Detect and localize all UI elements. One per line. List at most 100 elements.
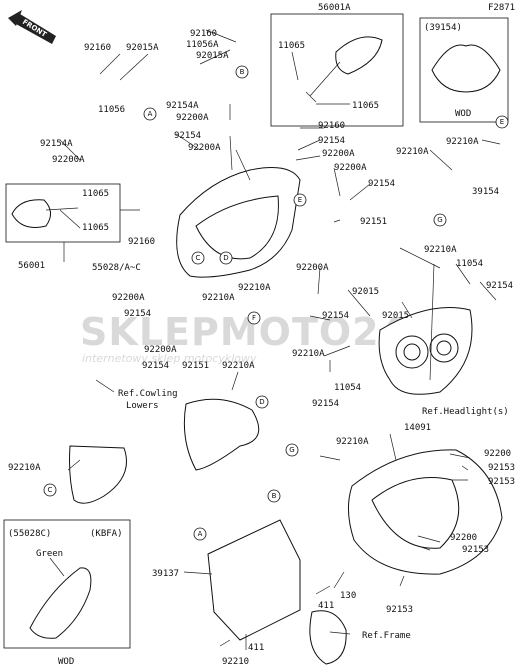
label-92160-mid: 92160 <box>128 237 155 247</box>
label-11056a: 11056A <box>186 40 219 50</box>
label-92153-d: 92153 <box>386 605 413 615</box>
callout-a-lower: A <box>193 527 207 541</box>
label-92015-h2: 92015 <box>382 311 409 321</box>
label-11056: 11056 <box>98 105 125 115</box>
callout-g-lower: G <box>285 443 299 457</box>
label-92153-c: 92153 <box>462 545 489 555</box>
mirror-left-box: 11065 11065 56001 <box>5 183 140 271</box>
cowling-stay <box>207 519 347 665</box>
label-92210a-ws-2: 92210A <box>446 137 479 147</box>
kbfa-note: WOD <box>58 657 74 667</box>
svg-text:G: G <box>437 216 442 224</box>
upper-cowling <box>176 167 301 278</box>
svg-text:C: C <box>196 254 201 262</box>
label-92210a-h: 92210A <box>292 349 325 359</box>
label-92200: 92200 <box>484 449 511 459</box>
label-ref-cowling-1: Ref.Cowling <box>118 389 178 399</box>
windshield-shape <box>431 44 501 93</box>
callout-e-mid: E <box>293 193 307 207</box>
kbfa-panel <box>29 567 92 639</box>
callout-b-lower: B <box>267 489 281 503</box>
label-92154-h3: 92154 <box>486 281 513 291</box>
label-11054-h2: 11054 <box>456 259 483 269</box>
label-14091: 14091 <box>404 423 431 433</box>
label-92210a-lower-2: 92210A <box>222 361 255 371</box>
label-92154a-top: 92154A <box>166 101 199 111</box>
front-arrow-icon: FRONT <box>8 10 56 44</box>
svg-text:D: D <box>223 254 228 262</box>
svg-text:D: D <box>259 398 264 406</box>
inner-cowling <box>348 449 503 575</box>
label-92154a-left: 92154A <box>40 139 73 149</box>
label-92210a-mid: 92210A <box>238 283 271 293</box>
label-55028: 55028/A~C <box>92 263 141 273</box>
label-ref-cowling-2: Lowers <box>126 401 159 411</box>
label-92200a-right-2: 92200A <box>334 163 367 173</box>
mirror-right-label-1: 11065 <box>278 41 305 51</box>
callout-d-mid: D <box>219 251 233 265</box>
diagram-code: F2871 <box>488 3 515 13</box>
label-92015-h: 92015 <box>352 287 379 297</box>
svg-text:E: E <box>298 196 302 204</box>
callout-g-right: G <box>433 213 447 227</box>
label-92210a-c: 92210A <box>8 463 41 473</box>
callout-a-top: A <box>143 107 157 121</box>
leader-lines <box>59 29 501 650</box>
mirror-right-label-2: 11065 <box>352 101 379 111</box>
callout-d-lower: D <box>255 395 269 409</box>
svg-text:B: B <box>240 68 245 76</box>
svg-text:F: F <box>252 314 256 322</box>
kbfa-color: Green <box>36 549 63 559</box>
label-ref-frame: Ref.Frame <box>362 631 411 641</box>
svg-text:E: E <box>500 118 504 126</box>
cowling-lower-part <box>69 398 260 504</box>
svg-text:C: C <box>48 486 53 494</box>
label-92160-right: 92160 <box>318 121 345 131</box>
kbfa-part: (55028C) <box>8 529 51 539</box>
watermark-sub: internetowy sklep motocyklowy <box>82 352 257 365</box>
mirror-right-part: 56001A <box>318 3 351 13</box>
kbfa-tag: (KBFA) <box>90 529 123 539</box>
svg-text:A: A <box>148 110 153 118</box>
callout-b-top: B <box>235 65 249 79</box>
label-92154-lower-2: 92154 <box>142 361 169 371</box>
svg-text:A: A <box>198 530 203 538</box>
label-92153-a: 92153 <box>488 463 515 473</box>
label-92154-right-2: 92154 <box>368 179 395 189</box>
callout-e-right: E <box>495 115 509 129</box>
label-92153-b: 92153 <box>488 477 515 487</box>
label-39137: 39137 <box>152 569 179 579</box>
label-11054-h: 11054 <box>334 383 361 393</box>
kbfa-box: (55028C) (KBFA) Green WOD <box>3 519 131 667</box>
label-92160a: 92160 <box>190 29 217 39</box>
label-92154-h: 92154 <box>322 311 349 321</box>
watermark-main: SKLEPMOTO24 <box>80 310 407 354</box>
label-92200a-mid: 92200A <box>296 263 329 273</box>
label-130: 130 <box>340 591 356 601</box>
label-92015a: 92015A <box>196 51 229 61</box>
headlight-assembly <box>378 307 473 395</box>
label-92154-h2: 92154 <box>312 399 339 409</box>
label-92210a-upper: 92210A <box>336 437 369 447</box>
mirror-left-label-2: 11065 <box>82 223 109 233</box>
label-ref-headlight: Ref.Headlight(s) <box>422 407 509 417</box>
label-92200a-1: 92200A <box>176 113 209 123</box>
label-92151-lower: 92151 <box>182 361 209 371</box>
label-92210a-h2: 92210A <box>424 245 457 255</box>
label-92210a-windshield: 92210A <box>396 147 429 157</box>
label-92200a-lower-2: 92200A <box>144 345 177 355</box>
label-92154-lower: 92154 <box>124 309 151 319</box>
svg-text:G: G <box>289 446 294 454</box>
label-411-a: 411 <box>318 601 334 611</box>
windshield-note: WOD <box>455 109 471 119</box>
mirror-right-glass <box>335 36 383 75</box>
label-92200a-left: 92200A <box>52 155 85 165</box>
label-92200-b: 92200 <box>450 533 477 543</box>
label-92210: 92210 <box>222 657 249 667</box>
windshield-part: (39154) <box>424 23 462 33</box>
windshield-box: (39154) WOD <box>419 17 509 123</box>
label-92154-right: 92154 <box>318 136 345 146</box>
mirror-right-box: 56001A 11065 11065 <box>270 3 404 127</box>
label-92200a-lower: 92200A <box>112 293 145 303</box>
